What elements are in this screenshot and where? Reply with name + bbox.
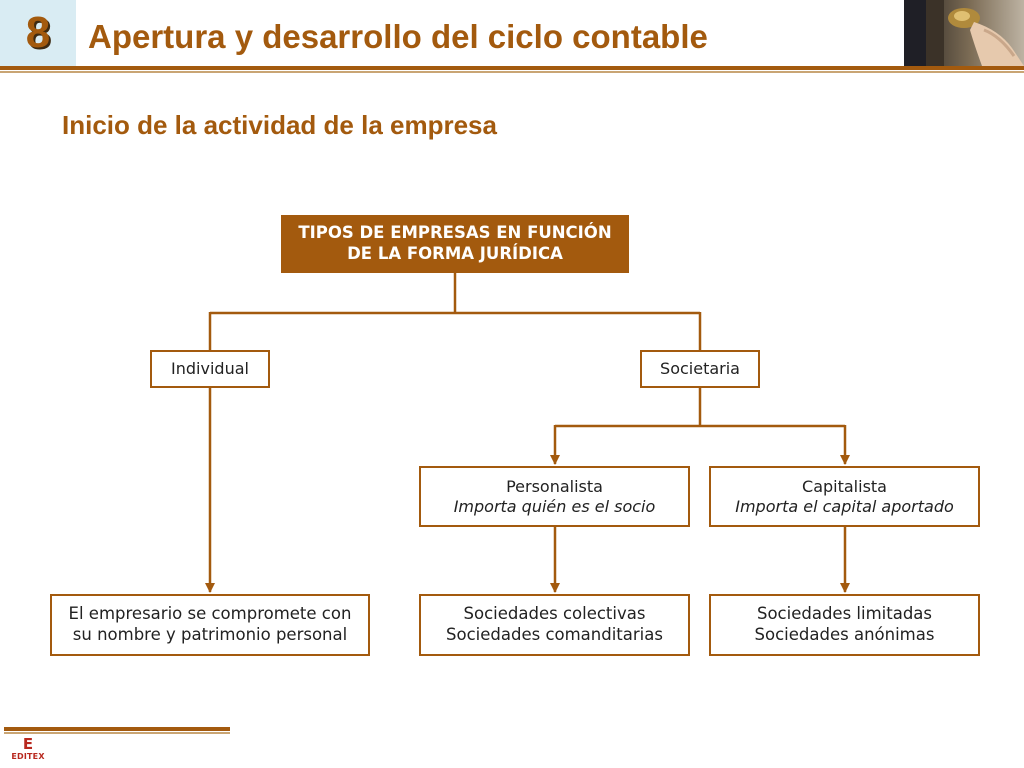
root-node: TIPOS DE EMPRESAS EN FUNCIÓN DE LA FORMA… — [281, 215, 629, 273]
individual-leaf-node: El empresario se compromete con su nombr… — [50, 594, 370, 656]
capitalista-description: Importa el capital aportado — [735, 496, 954, 516]
header-divider — [0, 66, 1024, 70]
header-photo — [904, 0, 1024, 66]
personalista-node: Personalista Importa quién es el socio — [419, 466, 690, 527]
editex-logo: E EDITEX — [6, 736, 50, 766]
personalista-leaf-node: Sociedades colectivas Sociedades comandi… — [419, 594, 690, 656]
chapter-badge: 8 — [0, 0, 76, 66]
footer-divider — [4, 727, 230, 731]
individual-leaf-line1: El empresario se compromete con — [68, 604, 352, 624]
header-divider-thin — [0, 71, 1024, 73]
personalista-description: Importa quién es el socio — [453, 496, 656, 516]
individual-leaf-line2: su nombre y patrimonio personal — [72, 625, 348, 644]
editex-logo-text: EDITEX — [11, 752, 45, 761]
section-subtitle: Inicio de la actividad de la empresa — [62, 110, 497, 140]
root-node-line2: DE LA FORMA JURÍDICA — [347, 244, 563, 263]
capitalista-leaf-line2: Sociedades anónimas — [754, 625, 935, 644]
capitalista-leaf-node: Sociedades limitadas Sociedades anónimas — [709, 594, 980, 656]
editex-logo-mark: E — [22, 735, 34, 753]
capitalista-title: Capitalista — [802, 476, 887, 496]
personalista-title: Personalista — [506, 476, 603, 496]
personalista-leaf-line1: Sociedades colectivas — [463, 604, 646, 624]
societaria-node: Societaria — [640, 350, 760, 388]
societaria-label: Societaria — [660, 359, 740, 378]
personalista-leaf-line2: Sociedades comanditarias — [446, 625, 663, 644]
chapter-number: 8 — [25, 8, 51, 57]
root-node-line1: TIPOS DE EMPRESAS EN FUNCIÓN — [298, 223, 612, 243]
door-handle-image — [904, 0, 1024, 66]
individual-node: Individual — [150, 350, 270, 388]
individual-label: Individual — [171, 359, 249, 378]
capitalista-leaf-line1: Sociedades limitadas — [756, 604, 932, 624]
capitalista-node: Capitalista Importa el capital aportado — [709, 466, 980, 527]
page-title: Apertura y desarrollo del ciclo contable — [88, 18, 708, 55]
footer-divider-thin — [4, 732, 230, 734]
